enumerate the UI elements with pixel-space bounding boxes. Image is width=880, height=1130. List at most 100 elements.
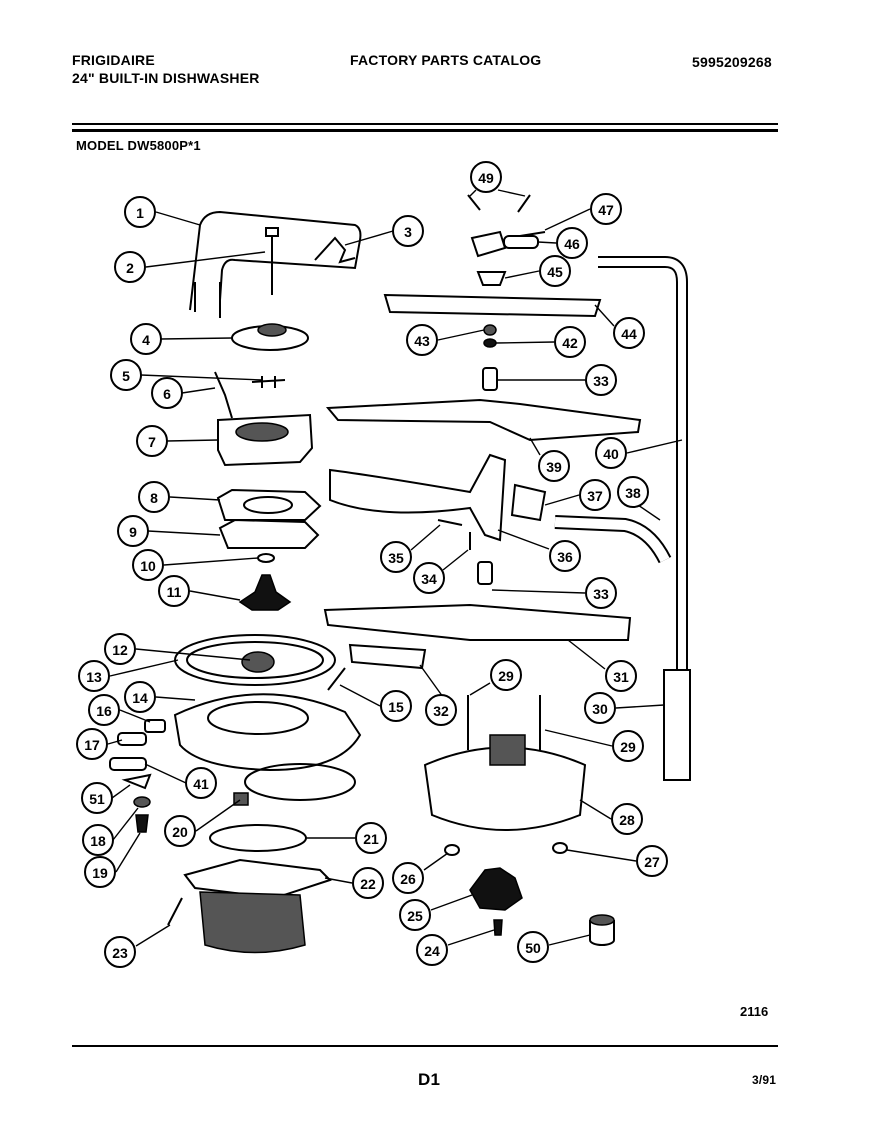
leader-15 bbox=[339, 684, 381, 707]
callout-30: 30 bbox=[584, 692, 616, 724]
callout-label: 1 bbox=[136, 205, 144, 221]
part-3-clip-drawing bbox=[314, 236, 356, 264]
part-25-impeller-drawing bbox=[469, 867, 523, 911]
callout-circle bbox=[380, 541, 412, 573]
callout-label: 50 bbox=[525, 940, 541, 956]
callout-label: 4 bbox=[142, 332, 150, 348]
callout-39: 39 bbox=[538, 450, 570, 482]
part-44-spray-arm-drawing bbox=[383, 293, 602, 318]
callout-circle bbox=[81, 782, 113, 814]
callout-33a: 33 bbox=[585, 364, 617, 396]
callout-label: 6 bbox=[163, 386, 171, 402]
callout-label: 5 bbox=[122, 368, 130, 384]
leader-2 bbox=[145, 251, 266, 268]
callout-22: 22 bbox=[352, 867, 384, 899]
callout-label: 29 bbox=[498, 668, 514, 684]
part-23-screw-drawing bbox=[167, 897, 183, 926]
callout-25: 25 bbox=[399, 899, 431, 931]
leader-3 bbox=[344, 230, 394, 246]
callout-circle bbox=[158, 575, 190, 607]
part-33-upper-nozzle-drawing bbox=[482, 367, 498, 391]
callout-label: 35 bbox=[388, 550, 404, 566]
leader-8 bbox=[169, 496, 221, 501]
callout-circle bbox=[470, 161, 502, 193]
leader-47 bbox=[544, 208, 591, 231]
callout-circle bbox=[117, 515, 149, 547]
leader-7 bbox=[166, 439, 219, 442]
page-code: D1 bbox=[418, 1070, 441, 1089]
part-31-spray-arm-drawing bbox=[323, 603, 632, 641]
part-6-screw-drawing bbox=[214, 371, 233, 419]
callout-circle bbox=[151, 377, 183, 409]
part-7-housing-opening bbox=[235, 422, 289, 442]
callout-32: 32 bbox=[425, 694, 457, 726]
callout-circle bbox=[114, 251, 146, 283]
leader-20 bbox=[195, 799, 241, 832]
callout-circle bbox=[185, 767, 217, 799]
callout-circle bbox=[636, 845, 668, 877]
callout-33b: 33 bbox=[585, 577, 617, 609]
part-15-screw-drawing bbox=[327, 667, 346, 691]
leader-4 bbox=[160, 337, 233, 340]
leader-39 bbox=[529, 437, 541, 456]
part-43-drawing bbox=[483, 324, 497, 336]
callout-circle bbox=[413, 562, 445, 594]
leader-36 bbox=[497, 529, 550, 550]
callout-circle bbox=[590, 193, 622, 225]
leader-49-left bbox=[469, 189, 477, 197]
callout-circle bbox=[78, 660, 110, 692]
callout-7: 7 bbox=[136, 425, 168, 457]
leader-lines bbox=[107, 189, 683, 947]
callout-circle bbox=[104, 936, 136, 968]
callout-label: 43 bbox=[414, 333, 430, 349]
part-14-pump-base-inner bbox=[207, 701, 309, 735]
callout-circle bbox=[490, 659, 522, 691]
part-30-tube-drawing bbox=[663, 669, 691, 781]
leader-10 bbox=[163, 557, 259, 566]
callout-46: 46 bbox=[556, 227, 588, 259]
callout-12: 12 bbox=[104, 633, 136, 665]
part-39-spray-arm-drawing bbox=[325, 398, 642, 442]
leader-34 bbox=[442, 549, 469, 571]
callout-label: 26 bbox=[400, 871, 416, 887]
callout-44: 44 bbox=[613, 317, 645, 349]
callout-circle bbox=[124, 681, 156, 713]
callout-circle bbox=[76, 728, 108, 760]
part-46-fitting-drawing bbox=[470, 230, 507, 258]
part-40-tube-inner bbox=[598, 258, 686, 760]
callout-label: 16 bbox=[96, 703, 112, 719]
part-8-plate-hole bbox=[243, 496, 293, 514]
leader-14 bbox=[155, 696, 196, 701]
callout-18: 18 bbox=[82, 824, 114, 856]
part-24-drawing bbox=[493, 919, 503, 936]
brand-name: FRIGIDAIRE bbox=[72, 52, 155, 68]
leader-11 bbox=[189, 590, 241, 601]
callout-label: 24 bbox=[424, 943, 440, 959]
callout-circle bbox=[617, 476, 649, 508]
callout-24: 24 bbox=[416, 934, 448, 966]
callout-29b: 29 bbox=[612, 730, 644, 762]
callout-36: 36 bbox=[549, 540, 581, 572]
callout-circle bbox=[585, 364, 617, 396]
leader-25 bbox=[430, 894, 473, 911]
callout-circle bbox=[579, 479, 611, 511]
callout-label: 9 bbox=[129, 524, 137, 540]
callout-label: 11 bbox=[167, 584, 182, 600]
leader-35 bbox=[410, 524, 441, 551]
leader-46 bbox=[537, 241, 557, 244]
part-35-screw-drawing bbox=[437, 519, 463, 526]
leader-44 bbox=[594, 304, 615, 327]
callout-35: 35 bbox=[380, 541, 412, 573]
part-1-tube-drawing bbox=[189, 210, 362, 311]
product-name: 24" BUILT-IN DISHWASHER bbox=[72, 70, 260, 86]
callout-circle bbox=[82, 824, 114, 856]
callout-label: 22 bbox=[360, 876, 376, 892]
callout-label: 25 bbox=[407, 908, 423, 924]
part-50-cylinder-sides bbox=[589, 920, 615, 940]
callout-15: 15 bbox=[380, 690, 412, 722]
callout-40: 40 bbox=[595, 437, 627, 469]
part-16-fitting-drawing bbox=[144, 719, 166, 733]
callout-circle bbox=[355, 822, 387, 854]
callout-label: 44 bbox=[621, 326, 637, 342]
